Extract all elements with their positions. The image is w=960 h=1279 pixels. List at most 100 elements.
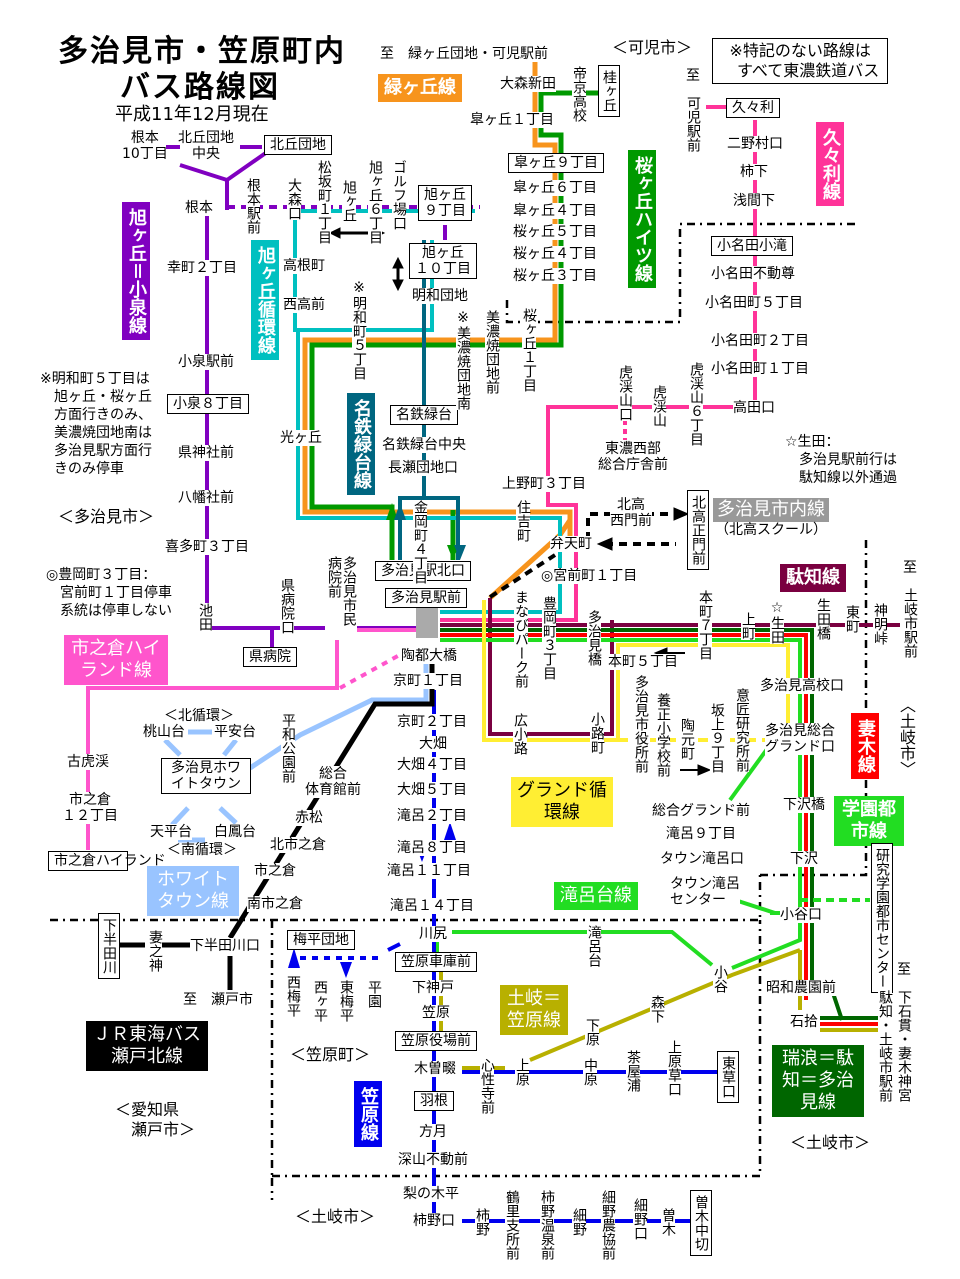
- stop-tenpeidai[interactable]: 天平台: [150, 824, 192, 840]
- stop-takiro11[interactable]: 滝呂１１丁目: [387, 863, 471, 879]
- terminal-umehira-danchi[interactable]: 梅平団地: [287, 930, 355, 950]
- stop-saiwai2[interactable]: 幸町２丁目: [167, 260, 237, 276]
- stop-tajimibashi[interactable]: 多治見橋: [586, 610, 602, 666]
- stop-higashiumehira[interactable]: 東梅平: [338, 980, 354, 1022]
- stop-kitaoka-chuo[interactable]: 北丘団地 中央: [178, 130, 234, 162]
- stop-meitetsu-chuo[interactable]: 名鉄緑台中央: [382, 437, 466, 453]
- terminal-ken-byoin[interactable]: 県病院: [243, 647, 297, 667]
- stop-sogi[interactable]: 曽木: [660, 1208, 676, 1236]
- stop-sakura4b[interactable]: 桜ヶ丘４丁目: [513, 246, 597, 262]
- stop-heiwa-koen[interactable]: 平和公園前: [280, 713, 296, 783]
- stop-miyamae1[interactable]: ◎宮前町１丁目: [541, 568, 638, 584]
- stop-meiwa5[interactable]: ※明和町５丁目: [351, 280, 367, 380]
- stop-shiyakusho[interactable]: 多治見市役所前: [633, 675, 649, 773]
- terminal-asahi9[interactable]: 旭ヶ丘 ９丁目: [418, 185, 472, 221]
- stop-minami-ichinokura[interactable]: 南市之倉: [247, 896, 303, 912]
- stop-honmachi7[interactable]: 本町７丁目: [697, 590, 713, 660]
- stop-golf[interactable]: ゴルフ場口: [391, 160, 407, 230]
- stop-kamiharakusa[interactable]: 上原草口: [666, 1040, 682, 1096]
- stop-kawajiri[interactable]: 川尻: [419, 926, 447, 942]
- stop-sakura4a[interactable]: 皐ヶ丘４丁目: [513, 203, 597, 219]
- stop-sakura3[interactable]: 桜ヶ丘３丁目: [513, 268, 597, 284]
- stop-isho[interactable]: 意匠研究所前: [734, 688, 750, 772]
- stop-morishita[interactable]: 森下: [649, 995, 665, 1023]
- stop-nishiumehira[interactable]: 西梅平: [285, 975, 301, 1017]
- stop-sogo-grand-mae[interactable]: 総合グランド前: [652, 803, 750, 819]
- stop-shimohara[interactable]: 下原: [584, 1018, 600, 1046]
- stop-takiro9[interactable]: 滝呂９丁目: [666, 826, 736, 842]
- stop-matsusaka1[interactable]: 松坂町１丁目: [316, 160, 332, 244]
- terminal-tajimi-station[interactable]: 多治見駅前: [385, 588, 467, 608]
- stop-showa-noen[interactable]: 昭和農園前: [766, 980, 836, 996]
- stop-nishigadaira[interactable]: 西ヶ平: [312, 980, 328, 1022]
- stop-nashinokidaira[interactable]: 梨の木平: [403, 1186, 459, 1202]
- stop-tajimi-hs[interactable]: 多治見高校口: [760, 678, 844, 694]
- stop-sogo-grand-guchi[interactable]: 多治見総合 グランド口: [765, 723, 835, 755]
- stop-nemoto-eki[interactable]: 根本駅前: [245, 178, 261, 234]
- stop-kisobara[interactable]: 木曽畷: [414, 1061, 456, 1077]
- stop-ueno3[interactable]: 上野町３丁目: [502, 476, 586, 492]
- stop-hakuhodai[interactable]: 白鳳台: [214, 824, 256, 840]
- stop-sakura1[interactable]: 皐ヶ丘１丁目: [470, 112, 554, 128]
- stop-ninomura[interactable]: 二野村口: [727, 136, 783, 152]
- stop-otani[interactable]: 小谷: [712, 965, 728, 993]
- stop-sakura6[interactable]: 皐ヶ丘６丁目: [513, 180, 597, 196]
- stop-oomorishinden[interactable]: 大森新田: [500, 76, 556, 92]
- stop-kakishita[interactable]: 柿下: [740, 164, 768, 180]
- stop-ichinokura[interactable]: 市之倉: [254, 863, 296, 879]
- terminal-asahi10[interactable]: 旭ヶ丘 １０丁目: [409, 243, 477, 279]
- stop-ken-byoin-guchi[interactable]: 県病院口: [279, 578, 295, 634]
- stop-ohata5[interactable]: 大畑５丁目: [397, 782, 467, 798]
- stop-town-takiro[interactable]: タウン滝呂口: [660, 851, 744, 867]
- stop-tsurusato[interactable]: 鶴里支所前: [504, 1190, 520, 1260]
- stop-kokeiyama-guchi[interactable]: 虎渓山口: [617, 365, 633, 421]
- stop-takata[interactable]: 高田口: [733, 400, 775, 416]
- terminal-kitako-seimon[interactable]: 北高正門前: [687, 490, 709, 570]
- stop-teikyo[interactable]: 帝京高校: [571, 66, 587, 122]
- stop-kita-ichinokura[interactable]: 北市之倉: [270, 837, 326, 853]
- stop-togen[interactable]: 陶元町: [679, 718, 695, 760]
- stop-akamatsu[interactable]: 赤松: [295, 810, 323, 826]
- stop-honmachi5[interactable]: 本町５丁目: [608, 654, 678, 670]
- terminal-koizumi8[interactable]: 小泉８丁目: [167, 394, 249, 414]
- stop-kakino[interactable]: 柿野: [474, 1208, 490, 1236]
- stop-meiwa-danchi[interactable]: 明和団地: [412, 288, 468, 304]
- stop-takirodai[interactable]: 滝呂台: [586, 925, 602, 967]
- stop-onada5[interactable]: 小名田町５丁目: [705, 295, 803, 311]
- stop-onada-fudo[interactable]: 小名田不動尊: [711, 266, 795, 282]
- stop-sakuragaoka1[interactable]: 桜ヶ丘１丁目: [521, 308, 537, 392]
- stop-higashimachi[interactable]: 東町: [844, 605, 860, 633]
- stop-asahigaoka[interactable]: 旭ヶ丘: [341, 180, 357, 222]
- stop-toyooka3[interactable]: 豊岡町３丁目: [541, 596, 557, 680]
- terminal-ichinokura-highland[interactable]: 市之倉ハイランド: [48, 851, 166, 871]
- stop-ohata[interactable]: 大畑: [419, 736, 447, 752]
- terminal-shimohandagawa[interactable]: 下半田川: [98, 913, 120, 979]
- stop-ikutabashi[interactable]: 生田橋: [815, 598, 831, 640]
- stop-town-center[interactable]: タウン滝呂 センター: [670, 876, 740, 908]
- stop-onada1[interactable]: 小名田町１丁目: [711, 361, 809, 377]
- stop-takiro14[interactable]: 滝呂１４丁目: [390, 898, 474, 914]
- stop-ishihiro[interactable]: 石拾: [790, 1014, 818, 1030]
- stop-hirokoji[interactable]: 広小路: [512, 713, 528, 755]
- stop-chayaura[interactable]: 茶屋浦: [625, 1050, 641, 1092]
- stop-nemoto10[interactable]: 根本 10丁目: [122, 130, 168, 162]
- stop-toto-ohashi[interactable]: 陶都大橋: [401, 648, 457, 664]
- stop-shimin[interactable]: 多治見市民: [341, 556, 357, 626]
- stop-koizumi-eki[interactable]: 小泉駅前: [178, 354, 234, 370]
- stop-sogo-taiikukan[interactable]: 総合 体育館前: [305, 766, 361, 798]
- stop-shinshoji[interactable]: 心性寺前: [479, 1058, 495, 1114]
- terminal-kitaoka-danchi[interactable]: 北丘団地: [264, 135, 332, 155]
- stop-hosono-nokyo[interactable]: 細野農協前: [600, 1190, 616, 1260]
- terminal-meitetsu-midoridai[interactable]: 名鉄緑台: [390, 405, 458, 425]
- stop-ohata4[interactable]: 大畑４丁目: [397, 757, 467, 773]
- stop-shimohandagawa-guchi[interactable]: 下半田川口: [190, 938, 260, 954]
- stop-sengenshita[interactable]: 浅間下: [733, 193, 775, 209]
- stop-sakura5[interactable]: 桜ヶ丘５丁目: [513, 224, 597, 240]
- stop-shimokando[interactable]: 下神戸: [412, 980, 454, 996]
- stop-hosono[interactable]: 細野: [571, 1208, 587, 1236]
- terminal-kasahara-office[interactable]: 笠原役場前: [395, 1031, 477, 1051]
- stop-sakaue9[interactable]: 坂上９丁目: [709, 703, 725, 773]
- terminal-hane[interactable]: 羽根: [414, 1091, 454, 1111]
- stop-ikeda[interactable]: 池田: [197, 603, 213, 631]
- stop-shimozawabashi[interactable]: 下沢橋: [783, 797, 825, 813]
